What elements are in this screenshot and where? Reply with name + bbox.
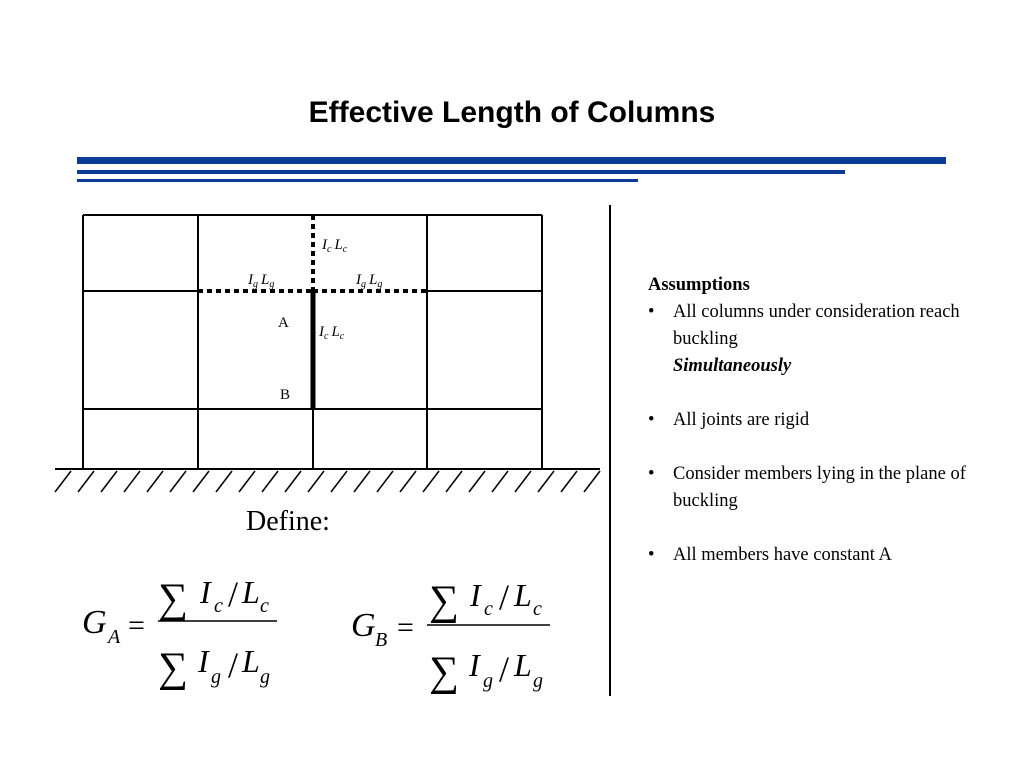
svg-text:L: L [241,574,260,610]
assumption-text: All columns under consideration reach bu… [673,302,960,349]
bullet-icon: • [648,545,655,565]
bullet-icon: • [648,464,655,484]
bullet-icon: • [648,302,655,322]
svg-text:/: / [499,577,509,617]
svg-text:L: L [513,577,532,613]
svg-text:B: B [375,629,387,651]
formula-gb: G B = ∑ I c / L c ∑ I g / L g [351,577,550,695]
title-rule-mid [77,170,845,174]
svg-text:g: g [483,670,493,692]
assumption-text: All members have constant A [673,545,892,565]
assumptions-panel: Assumptions • All columns under consider… [648,272,978,596]
svg-text:/: / [499,649,509,689]
svg-text:A: A [106,626,121,648]
svg-text:c: c [484,598,493,620]
title-rule-short [77,179,638,182]
svg-text:c: c [214,595,223,617]
assumption-item: • All members have constant A [648,542,978,569]
assumption-text: Consider members lying in the plane of b… [673,464,966,511]
svg-text:g: g [260,666,270,688]
assumption-item: • Consider members lying in the plane of… [648,461,978,515]
formula-ga: G A = ∑ I c / L c ∑ I g / L g [82,574,277,691]
svg-text:G: G [82,604,107,641]
svg-text:∑: ∑ [429,649,459,695]
column-divider [609,205,611,696]
bullet-icon: • [648,410,655,430]
assumptions-list: • All columns under consideration reach … [648,299,978,569]
slide-title: Effective Length of Columns [308,96,716,129]
ground-hatching [54,470,601,493]
svg-text:c: c [533,598,542,620]
assumptions-heading: Assumptions [648,275,750,295]
svg-text:g: g [211,666,221,688]
svg-text:L: L [241,643,260,679]
svg-text:I: I [197,643,210,679]
svg-text:G: G [351,607,376,644]
svg-text:∑: ∑ [158,645,188,691]
svg-text:g: g [533,670,543,692]
svg-text:=: = [397,611,414,644]
svg-text:∑: ∑ [429,578,459,624]
svg-text:=: = [128,609,145,642]
title-rule-long [77,157,946,164]
joint-b-label: B [280,387,290,403]
svg-text:c: c [260,595,269,617]
svg-text:I: I [469,577,482,613]
define-label: Define: [246,506,330,537]
assumption-item: • All joints are rigid [648,407,978,434]
svg-text:I: I [468,647,481,683]
joint-a-label: A [278,315,289,331]
assumption-item: • All columns under consideration reach … [648,299,978,380]
svg-text:/: / [228,645,238,685]
assumption-emphasis: Simultaneously [673,356,792,376]
svg-text:/: / [228,574,238,614]
assumption-text: All joints are rigid [673,410,810,430]
svg-text:L: L [513,647,532,683]
svg-text:∑: ∑ [158,576,188,622]
svg-text:I: I [199,574,212,610]
